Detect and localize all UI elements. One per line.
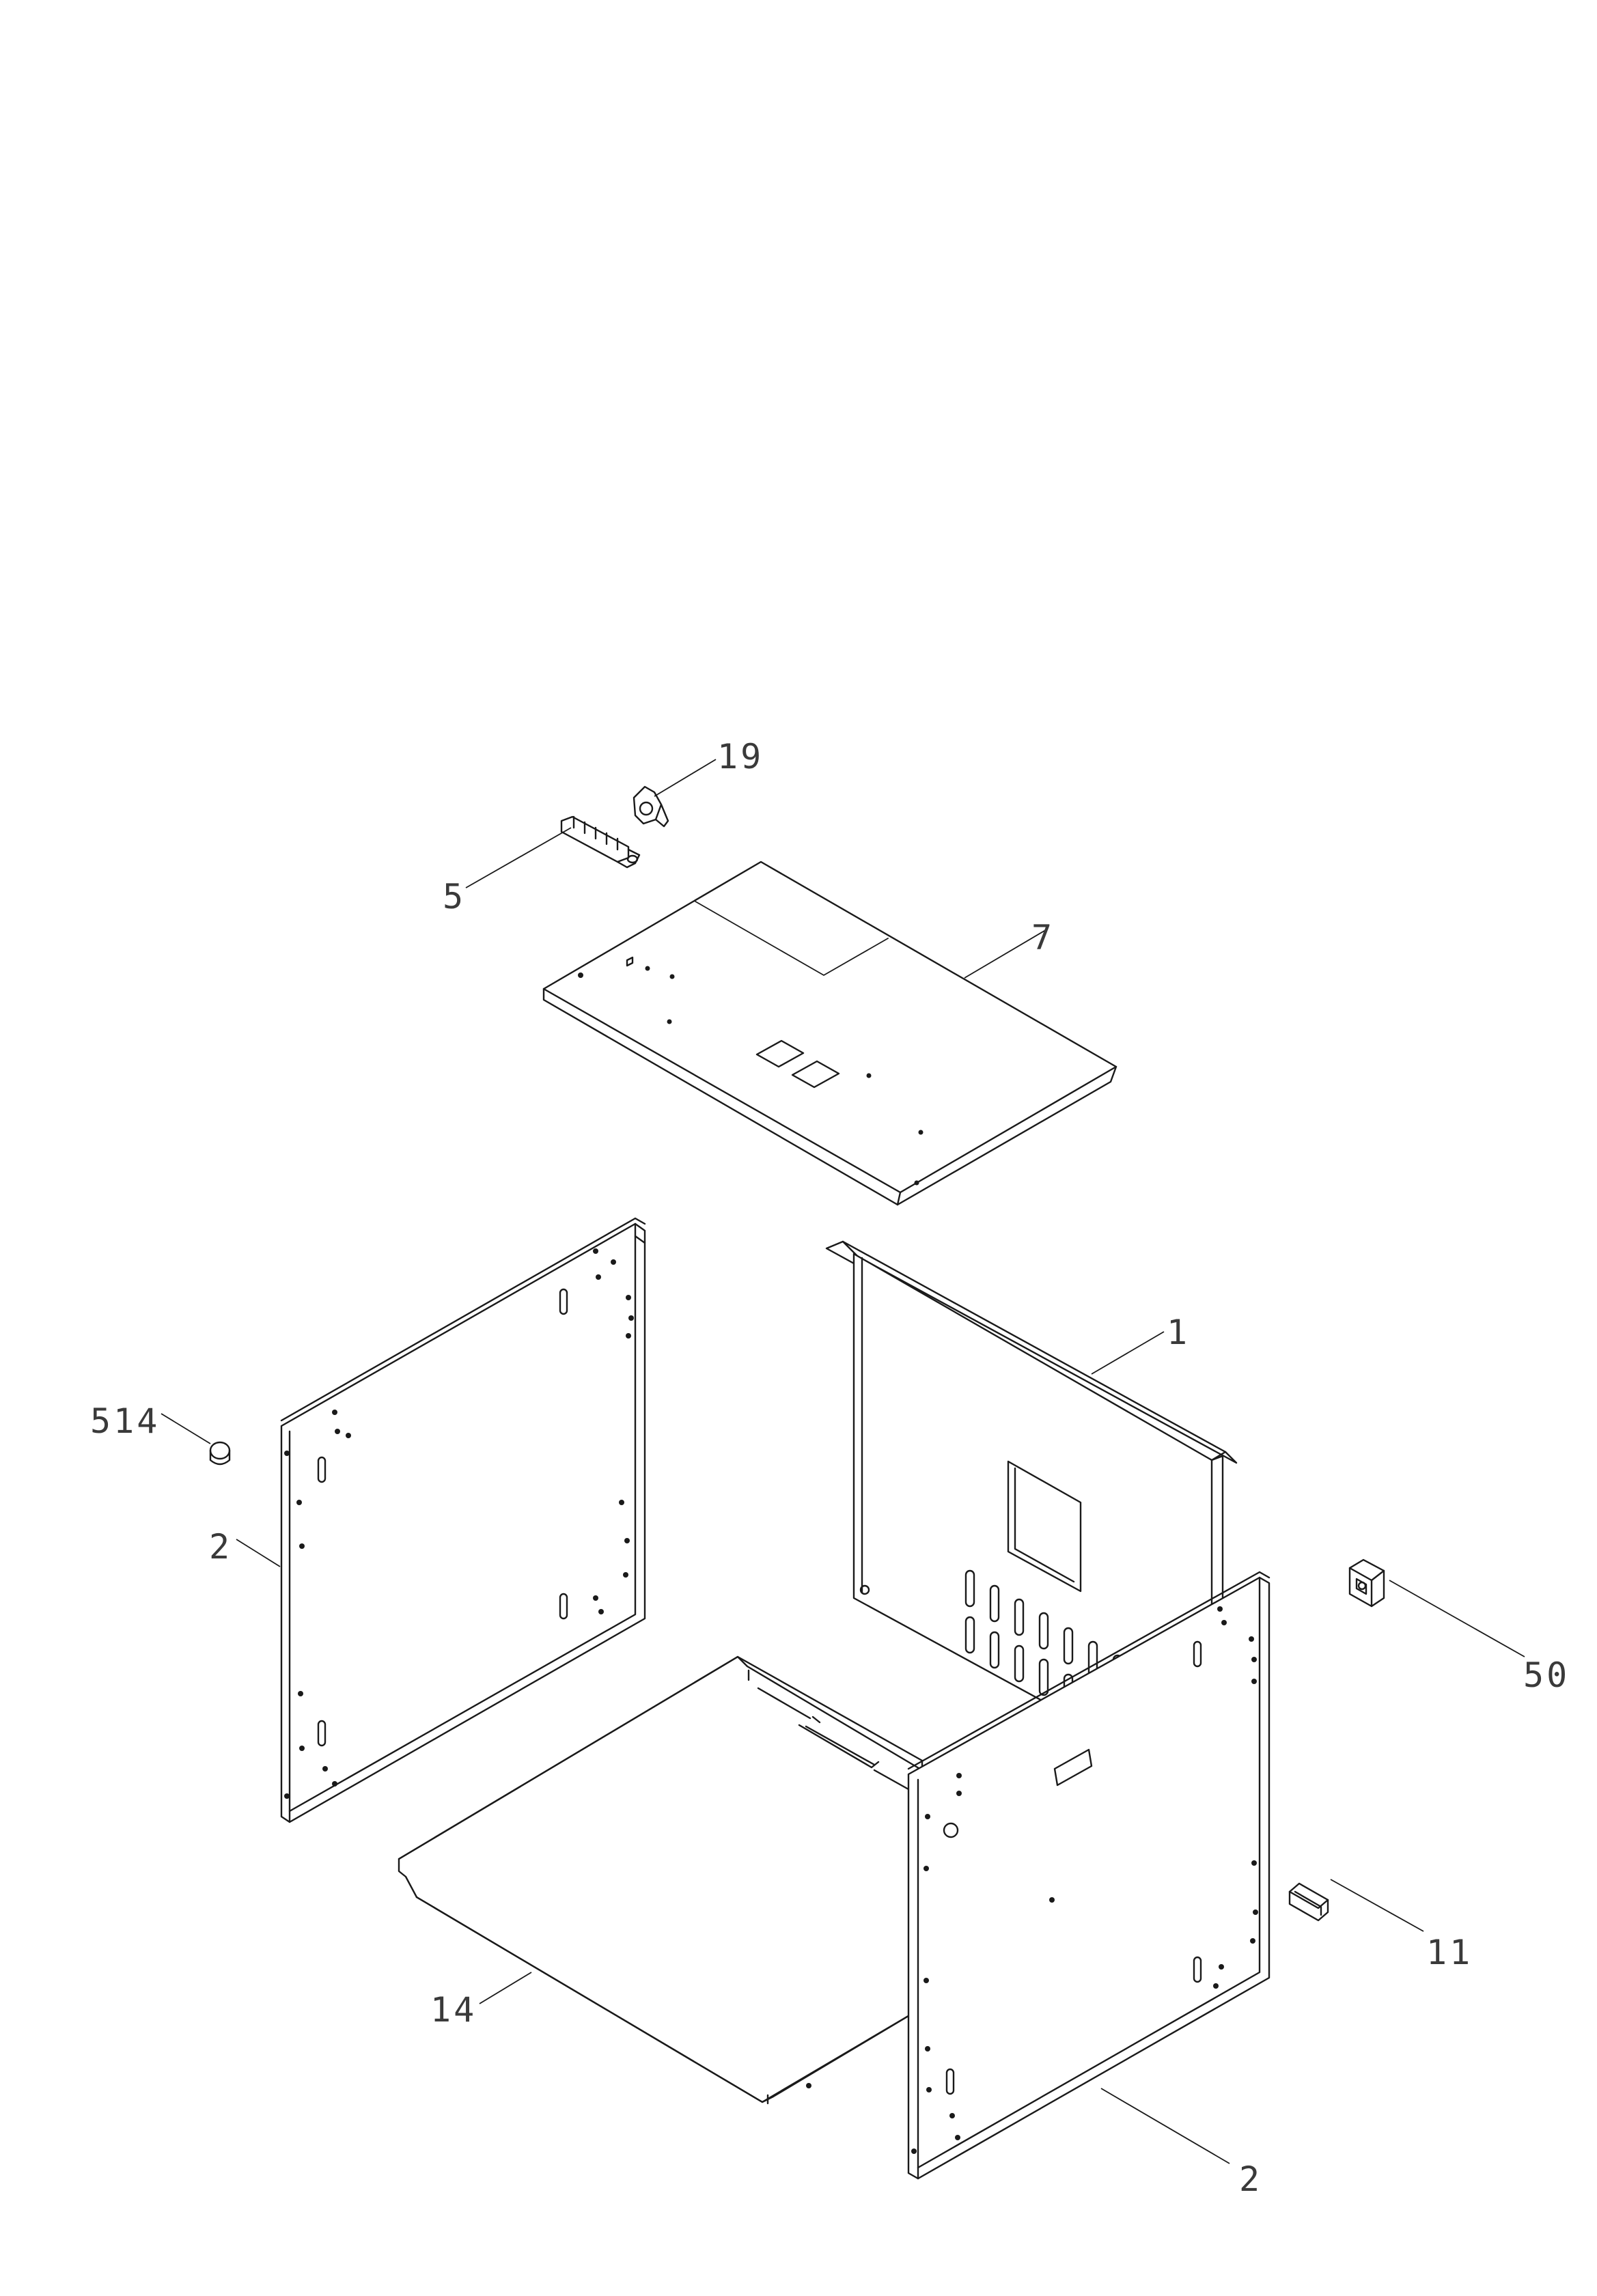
callout-14: 14 <box>430 1990 477 2030</box>
callout-2-right: 2 <box>1239 2159 1262 2199</box>
part-50-switch-block <box>1348 1558 1385 1608</box>
callout-5: 5 <box>443 877 466 916</box>
part-7-top-panel <box>542 860 1117 1206</box>
part-514-knob <box>209 1441 231 1466</box>
callout-1: 1 <box>1167 1313 1190 1352</box>
leader-2-left <box>236 1539 281 1567</box>
callout-50: 50 <box>1523 1655 1570 1695</box>
leader-2-right <box>1100 2088 1230 2164</box>
leader-514 <box>161 1413 211 1444</box>
callout-7: 7 <box>1031 918 1055 957</box>
callout-2-left: 2 <box>209 1527 232 1567</box>
leader-5 <box>465 827 572 888</box>
leader-14 <box>479 1972 532 2004</box>
part-14-bottom-panel <box>398 1655 924 2105</box>
leader-19 <box>654 759 717 797</box>
part-5-terminal-block <box>560 815 641 869</box>
part-2-left-side-panel <box>280 1217 646 1823</box>
leader-7 <box>964 928 1049 979</box>
leader-11 <box>1330 1879 1424 1932</box>
part-19-bracket <box>633 785 669 828</box>
leader-50 <box>1389 1580 1525 1657</box>
part-11-handle <box>1288 1882 1329 1922</box>
callout-514: 514 <box>90 1401 160 1441</box>
leader-1 <box>1091 1331 1165 1375</box>
callout-19: 19 <box>717 737 764 776</box>
part-2-right-side-panel <box>907 1571 1270 2180</box>
leader-lines <box>161 759 1525 2164</box>
callout-11: 11 <box>1426 1933 1473 1972</box>
callout-labels: 19 5 7 1 514 2 50 11 14 2 <box>90 737 1570 2199</box>
part-1-back-panel <box>825 1240 1238 1710</box>
